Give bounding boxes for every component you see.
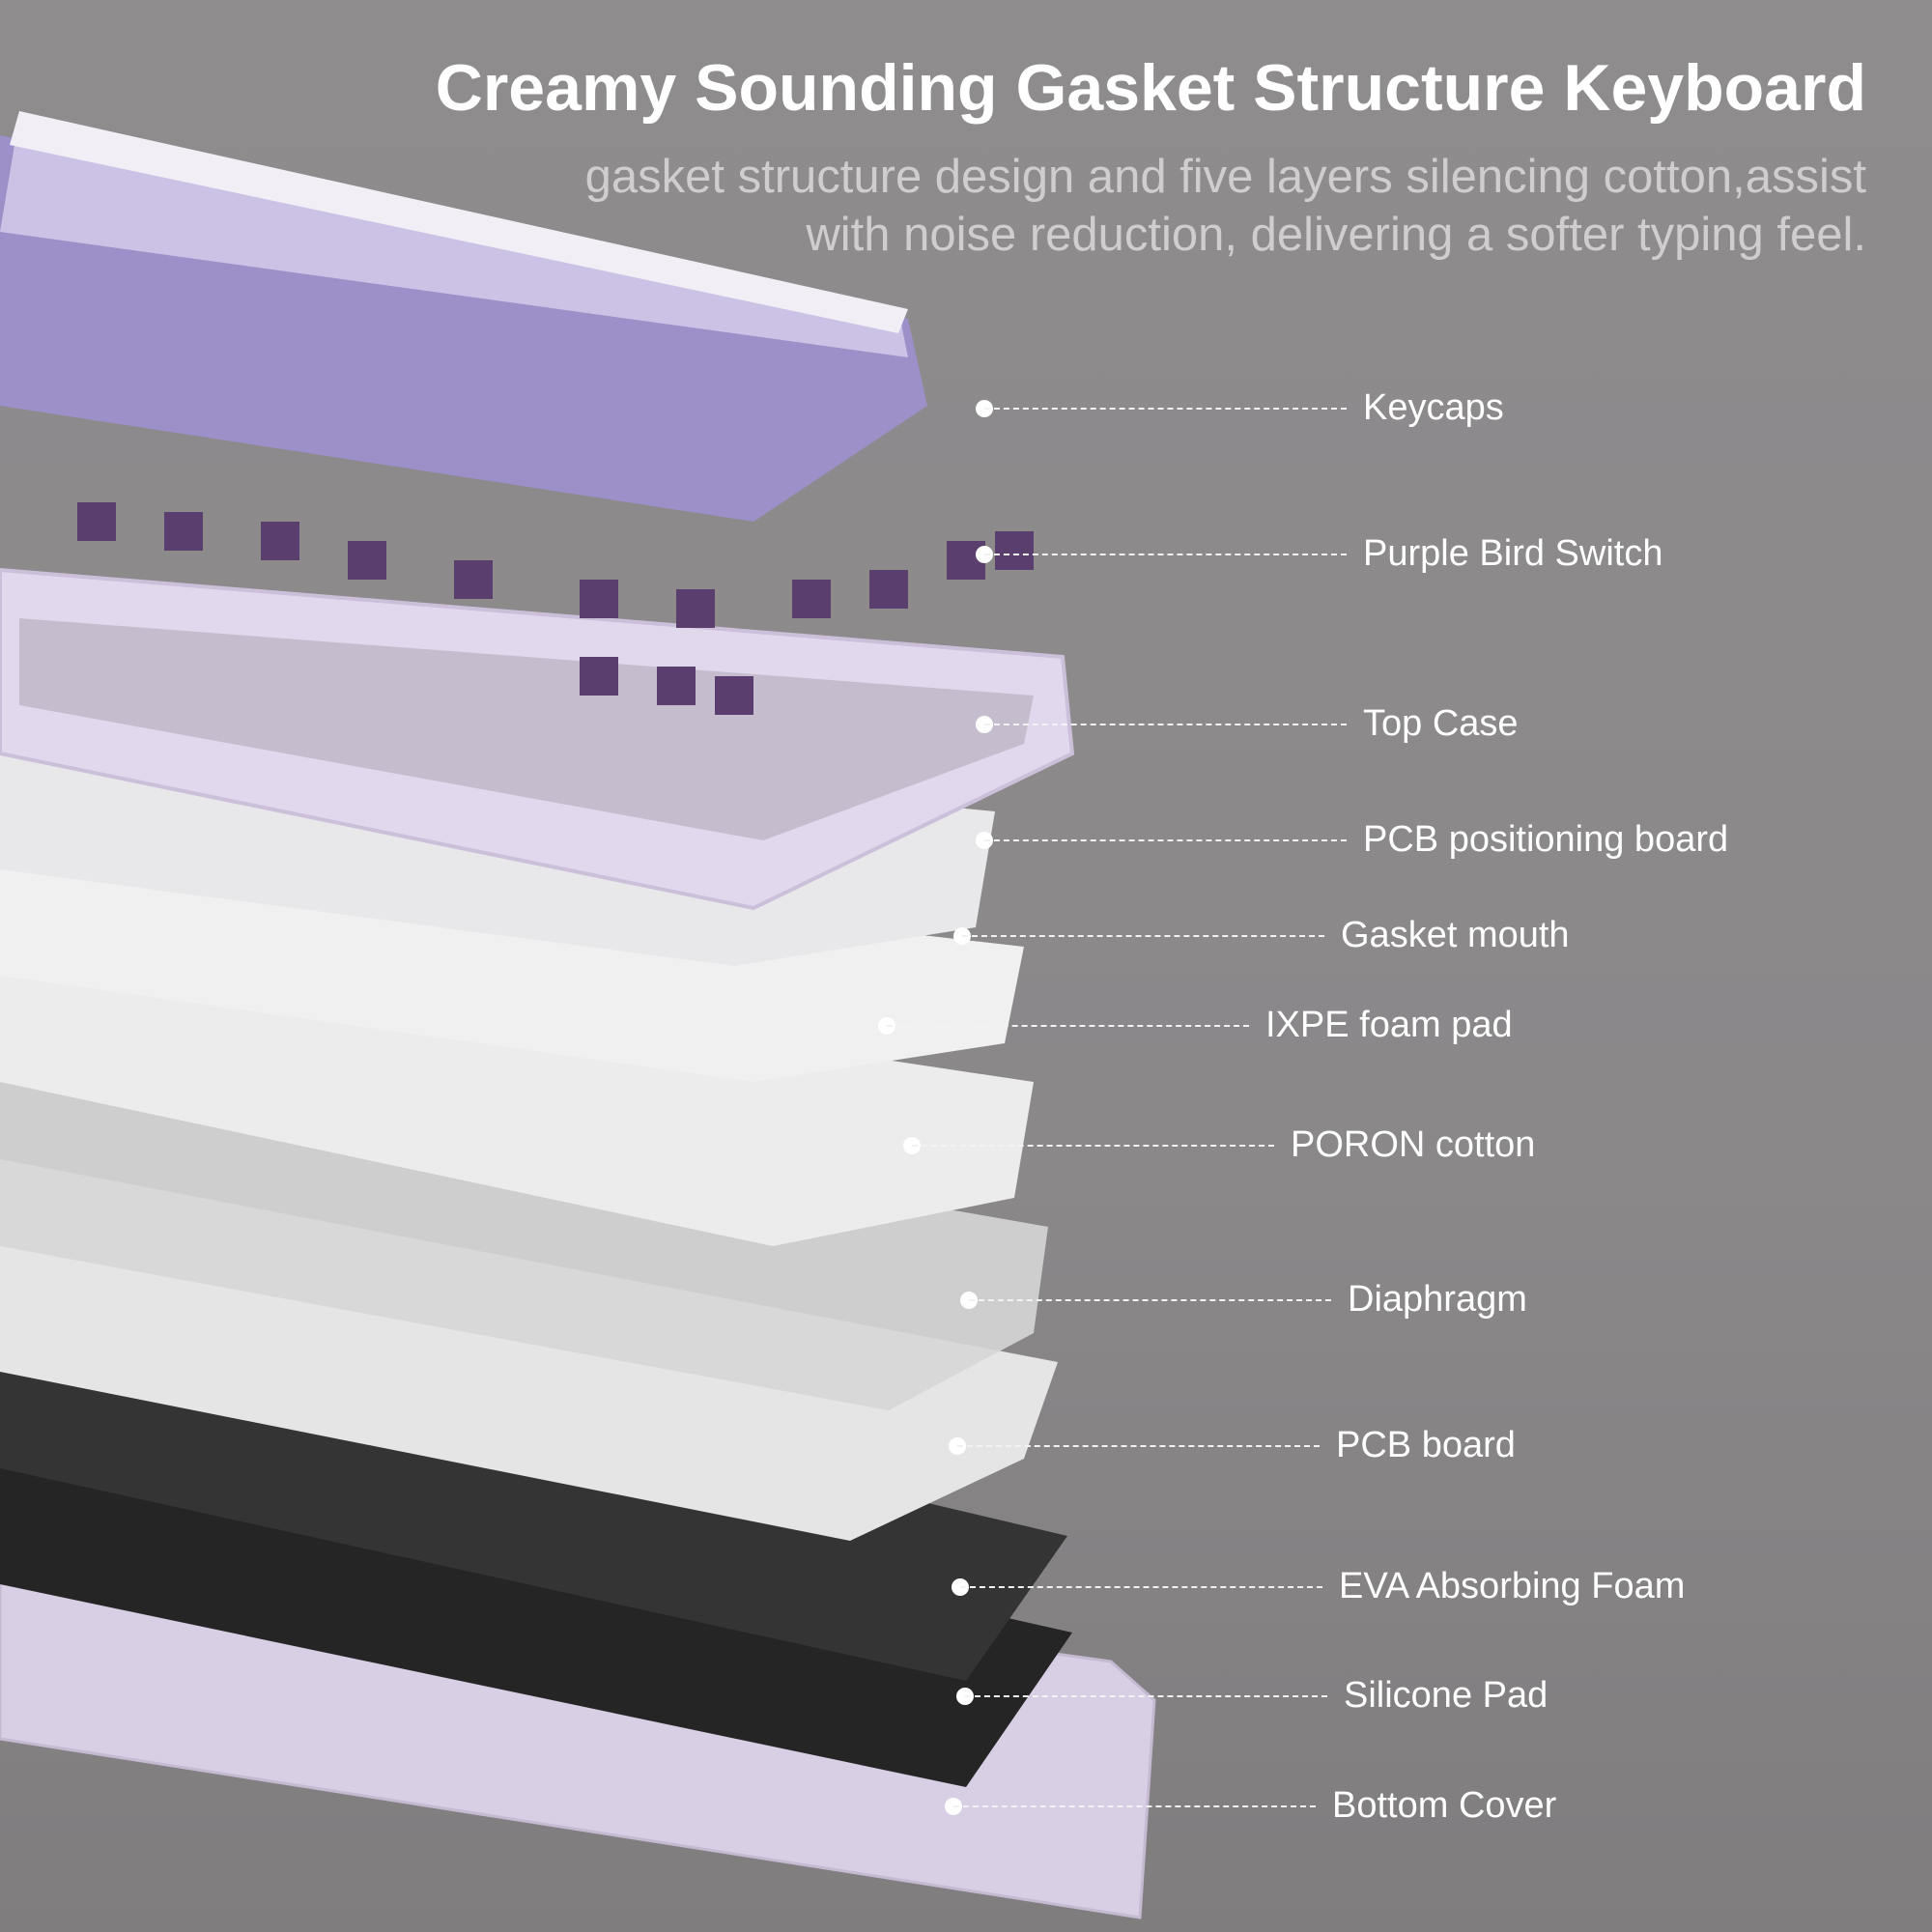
callout-label: Gasket mouth: [1341, 915, 1570, 955]
callout-label: PORON cotton: [1291, 1124, 1536, 1165]
callout-line: [969, 1299, 1331, 1301]
callout-line: [912, 1145, 1274, 1147]
callout-line: [887, 1025, 1249, 1027]
callout-line: [984, 724, 1347, 725]
callout-line: [960, 1586, 1322, 1588]
top-case-opening: [19, 618, 1034, 840]
switches-group: [77, 502, 1034, 715]
callout-label: IXPE foam pad: [1265, 1005, 1513, 1045]
callout-line: [984, 839, 1347, 841]
keycaps-white-shape: [10, 111, 908, 333]
callout-label: Top Case: [1363, 703, 1519, 744]
callout-line: [957, 1445, 1320, 1447]
callout-line: [984, 408, 1347, 410]
callout-label: Diaphragm: [1348, 1279, 1527, 1320]
callout-line: [953, 1805, 1316, 1807]
subtitle-line-1: gasket structure design and five layers …: [584, 151, 1866, 203]
page-title: Creamy Sounding Gasket Structure Keyboar…: [435, 51, 1866, 125]
callout-label: Silicone Pad: [1344, 1675, 1548, 1716]
callout-label: PCB board: [1336, 1425, 1516, 1465]
callout-label: Bottom Cover: [1332, 1785, 1557, 1826]
callout-label: PCB positioning board: [1363, 819, 1729, 860]
callout-line: [965, 1695, 1327, 1697]
callout-label: Purple Bird Switch: [1363, 533, 1663, 574]
callout-line: [962, 935, 1324, 937]
callout-label: Keycaps: [1363, 387, 1504, 428]
subtitle-line-2: with noise reduction, delivering a softe…: [806, 209, 1866, 261]
top-case-shape: [0, 567, 1075, 911]
callout-label: EVA Absorbing Foam: [1339, 1566, 1686, 1606]
callout-line: [984, 554, 1347, 555]
